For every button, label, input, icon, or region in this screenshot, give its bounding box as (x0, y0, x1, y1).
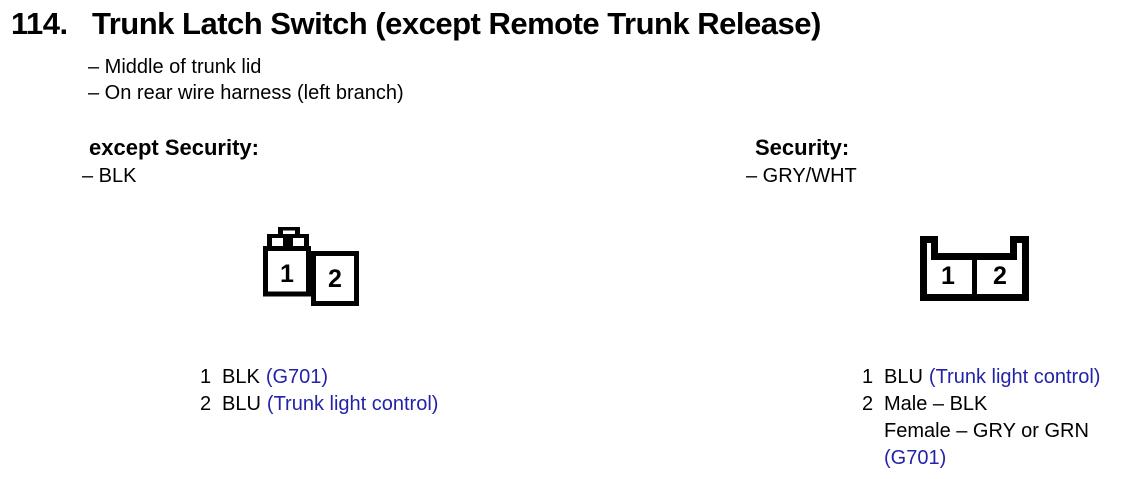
legend-wire-entry: BLU(Trunk light control) (884, 364, 1100, 391)
location-notes: – Middle of trunk lid – On rear wire har… (88, 54, 404, 106)
legend-pin-number: 2 (200, 393, 212, 415)
legend-row-pin-2: 2 Male – BLK Female – GRY or GRN (G701) (862, 391, 1100, 472)
legend-pin-number: 1 (862, 366, 874, 388)
pin-1-label: 1 (941, 262, 955, 290)
legend-wire-entry: Male – BLK Female – GRY or GRN (G701) (884, 391, 1089, 472)
location-note-1: – Middle of trunk lid (88, 56, 262, 78)
wire-destination: (G701) (265, 366, 329, 388)
legend-row-pin-2: 2 BLU(Trunk light control) (200, 391, 438, 418)
latch-hole-left (272, 238, 283, 247)
heading-except-security: except Security: (89, 135, 259, 160)
pin-2-label: 2 (328, 265, 342, 293)
wire-color-security: – GRY/WHT (746, 165, 857, 187)
pin-1-label: 1 (280, 260, 294, 288)
item-title: Trunk Latch Switch (except Remote Trunk … (92, 6, 821, 41)
pin-1-cavity (263, 246, 311, 297)
legend-wire-entry: BLK(G701) (222, 364, 328, 391)
pin-2-label: 2 (993, 262, 1007, 290)
wire-code-female: Female – GRY or GRN (884, 420, 1089, 442)
legend-wire-entry: BLU(Trunk light control) (222, 391, 438, 418)
legend-pin-number: 2 (862, 393, 874, 415)
wire-code: BLU (884, 366, 923, 388)
wire-destination: (G701) (884, 447, 947, 469)
legend-row-pin-1: 1 BLK(G701) (200, 364, 438, 391)
legend-pin-number: 1 (200, 366, 212, 388)
pin-legend-except-security: 1 BLK(G701) 2 BLU(Trunk light control) (200, 364, 438, 418)
legend-row-pin-1: 1 BLU(Trunk light control) (862, 364, 1100, 391)
pin-2-cavity (311, 251, 359, 306)
latch-tab-hole (283, 230, 295, 236)
wire-destination: (Trunk light control) (266, 393, 439, 415)
wire-code: BLU (222, 393, 261, 415)
wire-code: BLK (222, 366, 260, 388)
item-number: 114. (11, 6, 68, 41)
latch-hole-right (293, 238, 304, 247)
wire-destination: (Trunk light control) (928, 366, 1101, 388)
connector-diagram-security: 1 2 (920, 236, 1029, 301)
heading-security: Security: (755, 135, 850, 160)
page-title: 114. Trunk Latch Switch (except Remote T… (11, 6, 821, 42)
pin-legend-security: 1 BLU(Trunk light control) 2 Male – BLK … (862, 364, 1100, 472)
connector-diagram-except-security: 1 2 (263, 227, 359, 306)
location-note-2: – On rear wire harness (left branch) (88, 82, 404, 104)
wire-code-male: Male – BLK (884, 393, 988, 415)
wire-color-except-security: – BLK (82, 165, 137, 187)
